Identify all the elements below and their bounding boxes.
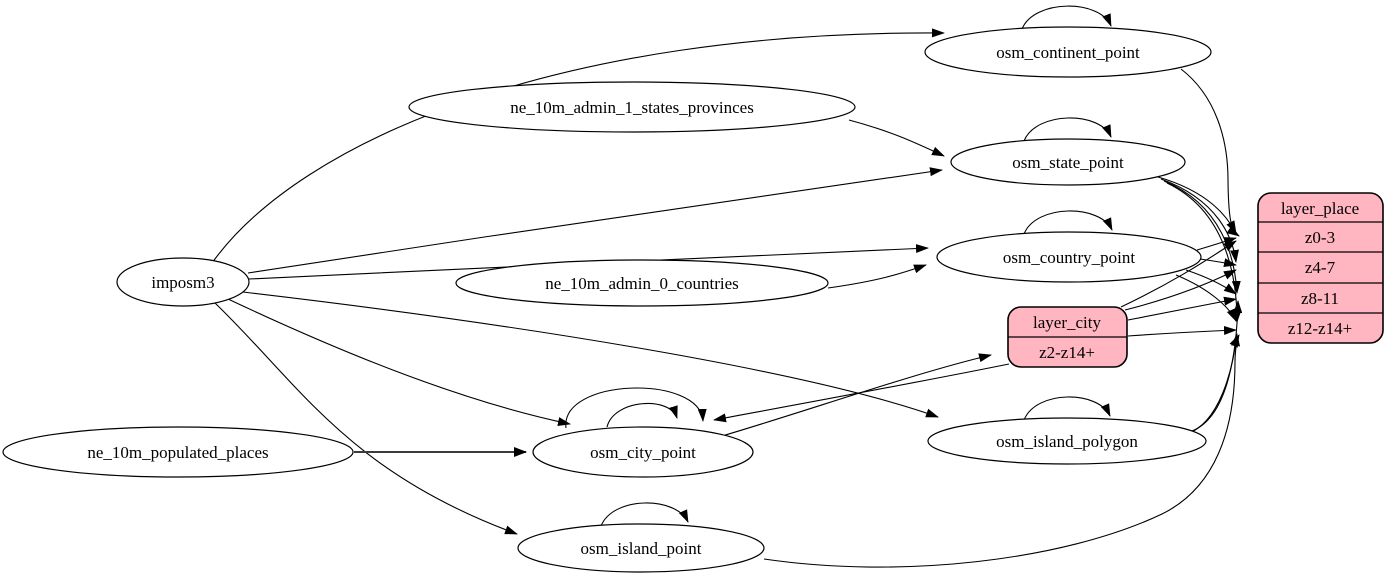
edge-layer_city-osm_city_point <box>713 363 1010 423</box>
layer_place-row-z8-11: z8-11 <box>1301 289 1339 308</box>
selfloop-osm_continent_point <box>1021 5 1112 30</box>
edge-layer_city-layer_place-z8-11 <box>1127 296 1237 321</box>
imposm3-ellipse <box>116 257 250 307</box>
node-osm_continent_point: osm_continent_point <box>924 26 1212 78</box>
node-osm_country_point: osm_country_point <box>936 231 1202 283</box>
layer_city-row-z2-z14: z2-z14+ <box>1039 343 1095 362</box>
edge-layer_city-layer_place-z0-3 <box>1120 240 1237 308</box>
node-ne_10m_admin_1_states_provinces: ne_10m_admin_1_states_provinces <box>408 81 856 133</box>
edge-osm_city_point-layer_city <box>721 353 992 437</box>
edge-osm_country_point-layer_place-z4-7 <box>1199 258 1237 268</box>
osm_island_point-ellipse <box>517 523 765 573</box>
selfloop-inner-osm_city_point <box>606 402 678 428</box>
edge-osm_island_point-layer_place-z12-z14 <box>763 334 1240 568</box>
ne_10m_admin_0_countries-label: ne_10m_admin_0_countries <box>545 274 739 293</box>
edge-osm_state_point-layer_place-z4-7 <box>1160 178 1239 263</box>
osm_country_point-label: osm_country_point <box>1003 248 1135 267</box>
layer_place-title: layer_place <box>1281 199 1359 218</box>
layer_place-row-z4-7: z4-7 <box>1305 258 1336 277</box>
node-osm_island_polygon: osm_island_polygon <box>927 417 1207 465</box>
osm_state_point-label: osm_state_point <box>1012 153 1124 172</box>
edge-osm_country_point-layer_place-z0-3 <box>1196 237 1237 251</box>
layer_place-box <box>1257 192 1384 344</box>
node-osm_city_point: osm_city_point <box>532 426 754 478</box>
layer_city-title: layer_city <box>1033 313 1101 332</box>
node-osm_state_point: osm_state_point <box>950 138 1186 186</box>
osm_island_polygon-ellipse <box>927 417 1207 465</box>
ne_10m_admin_1_states_provinces-ellipse <box>408 81 856 133</box>
osm_island_point-label: osm_island_point <box>581 539 702 558</box>
osm_state_point-ellipse <box>950 138 1186 186</box>
node-layer_city: layer_city z2-z14+ <box>1007 306 1128 368</box>
ne_10m_populated_places-ellipse <box>2 426 354 478</box>
ne_10m_admin_0_countries-ellipse <box>455 259 829 307</box>
ne_10m_populated_places-label: ne_10m_populated_places <box>87 443 268 462</box>
selfloop-osm_island_polygon <box>1023 396 1111 421</box>
osm_island_polygon-label: osm_island_polygon <box>996 432 1138 451</box>
edge-imposm3-osm_continent_point <box>211 28 945 264</box>
edge-imposm3-osm_island_point <box>214 302 518 535</box>
layer_place-row-z12-z14: z12-z14+ <box>1288 319 1352 338</box>
osm_city_point-label: osm_city_point <box>590 443 696 462</box>
node-ne_10m_admin_0_countries: ne_10m_admin_0_countries <box>455 259 829 307</box>
ne_10m_admin_1_states_provinces-label: ne_10m_admin_1_states_provinces <box>510 98 754 117</box>
osm_continent_point-label: osm_continent_point <box>996 43 1140 62</box>
selfloop-osm_country_point <box>1023 210 1113 235</box>
edge-layer_city-layer_place-z12-z14 <box>1127 326 1237 337</box>
edge-osm_state_point-layer_place-z8-11 <box>1163 180 1241 294</box>
edge-layer_city-layer_place-z4-7 <box>1124 269 1237 311</box>
imposm3-label: imposm3 <box>151 273 214 292</box>
node-layer_place: layer_place z0-3 z4-7 z8-11 z12-z14+ <box>1257 192 1384 344</box>
edge-imposm3-osm_city_point <box>227 298 571 426</box>
selfloop-osm_state_point <box>1023 117 1112 142</box>
edges-group <box>211 5 1243 568</box>
node-osm_island_point: osm_island_point <box>517 523 765 573</box>
edge-imposm3-osm_island_polygon <box>242 291 939 418</box>
selfloop-osm_island_point <box>600 502 689 527</box>
edge-imposm3-osm_state_point <box>247 167 943 274</box>
osm_continent_point-ellipse <box>924 26 1212 78</box>
edge-osm_continent_point-layer_place-z0-3 <box>1180 68 1240 237</box>
node-imposm3: imposm3 <box>116 257 250 307</box>
edge-osm_state_point-layer_place-z0-3 <box>1157 176 1237 234</box>
edge-osm_country_point-layer_place-z8-11 <box>1185 269 1237 295</box>
osm_city_point-ellipse <box>532 426 754 478</box>
osm_country_point-ellipse <box>936 231 1202 283</box>
edge-osm_country_point-layer_place-z12-z14 <box>1175 274 1237 322</box>
edge-ne_10m_admin_1_states_provinces-osm_state_point <box>848 119 945 157</box>
layer_place-row-z0-3: z0-3 <box>1305 228 1335 247</box>
node-ne_10m_populated_places: ne_10m_populated_places <box>2 426 354 478</box>
edge-ne_10m_admin_0_countries-osm_country_point <box>827 264 927 289</box>
selfloop-outer-osm_city_point <box>565 387 707 429</box>
